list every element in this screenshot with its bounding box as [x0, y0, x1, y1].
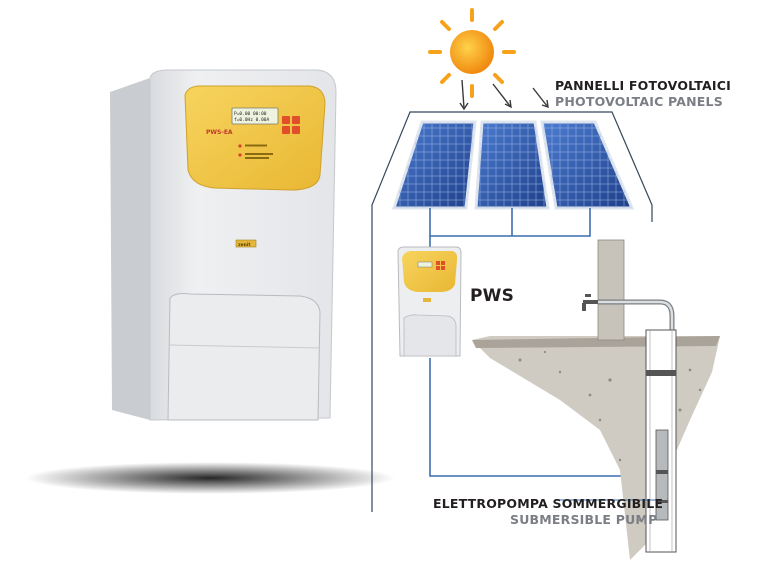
solar-panel [540, 120, 635, 210]
cabinet-indicator-led [238, 153, 242, 157]
cabinet-button[interactable] [292, 126, 300, 134]
cabinet-model-label: PWS-EA [206, 129, 233, 136]
panels-label-english: PHOTOVOLTAIC PANELS [555, 94, 723, 109]
cabinet-side [110, 78, 150, 420]
well-pillar [597, 239, 625, 341]
cabinet-button[interactable] [282, 126, 290, 134]
pws-controller [397, 246, 462, 357]
panel-mount-frame [371, 111, 653, 512]
cabinet-lcd-line1: P=0.00 00:00 [234, 111, 267, 117]
pump-label-english: SUBMERSIBLE PUMP [510, 512, 658, 527]
cabinet-button[interactable] [282, 116, 290, 124]
solar-panel [474, 120, 550, 210]
cabinet-lower-cover [167, 293, 321, 421]
sun-icon [428, 8, 516, 98]
solar-panel [391, 120, 477, 210]
pump-label-italian: ELETTROPOMPA SOMMERGIBILE [433, 496, 664, 511]
cabinet-control-face [184, 85, 326, 191]
cabinet-button[interactable] [292, 116, 300, 124]
panels-label-italian: PANNELLI FOTOVOLTAICI [555, 78, 731, 93]
cabinet-brand-text: zenit [238, 242, 251, 248]
controller-label: PWS [470, 286, 515, 306]
cabinet-lcd-line2: f=0.0Hz 0.00A [234, 117, 270, 123]
cabinet-brand-plate [235, 239, 257, 248]
submersible-pump-icon [655, 429, 669, 521]
cabinet-indicator-led [238, 144, 242, 148]
cabinet-shadow [25, 462, 395, 494]
cabinet-lcd-screen [231, 107, 279, 125]
sunlight-arrows [459, 79, 549, 111]
faucet-icon [582, 294, 598, 311]
